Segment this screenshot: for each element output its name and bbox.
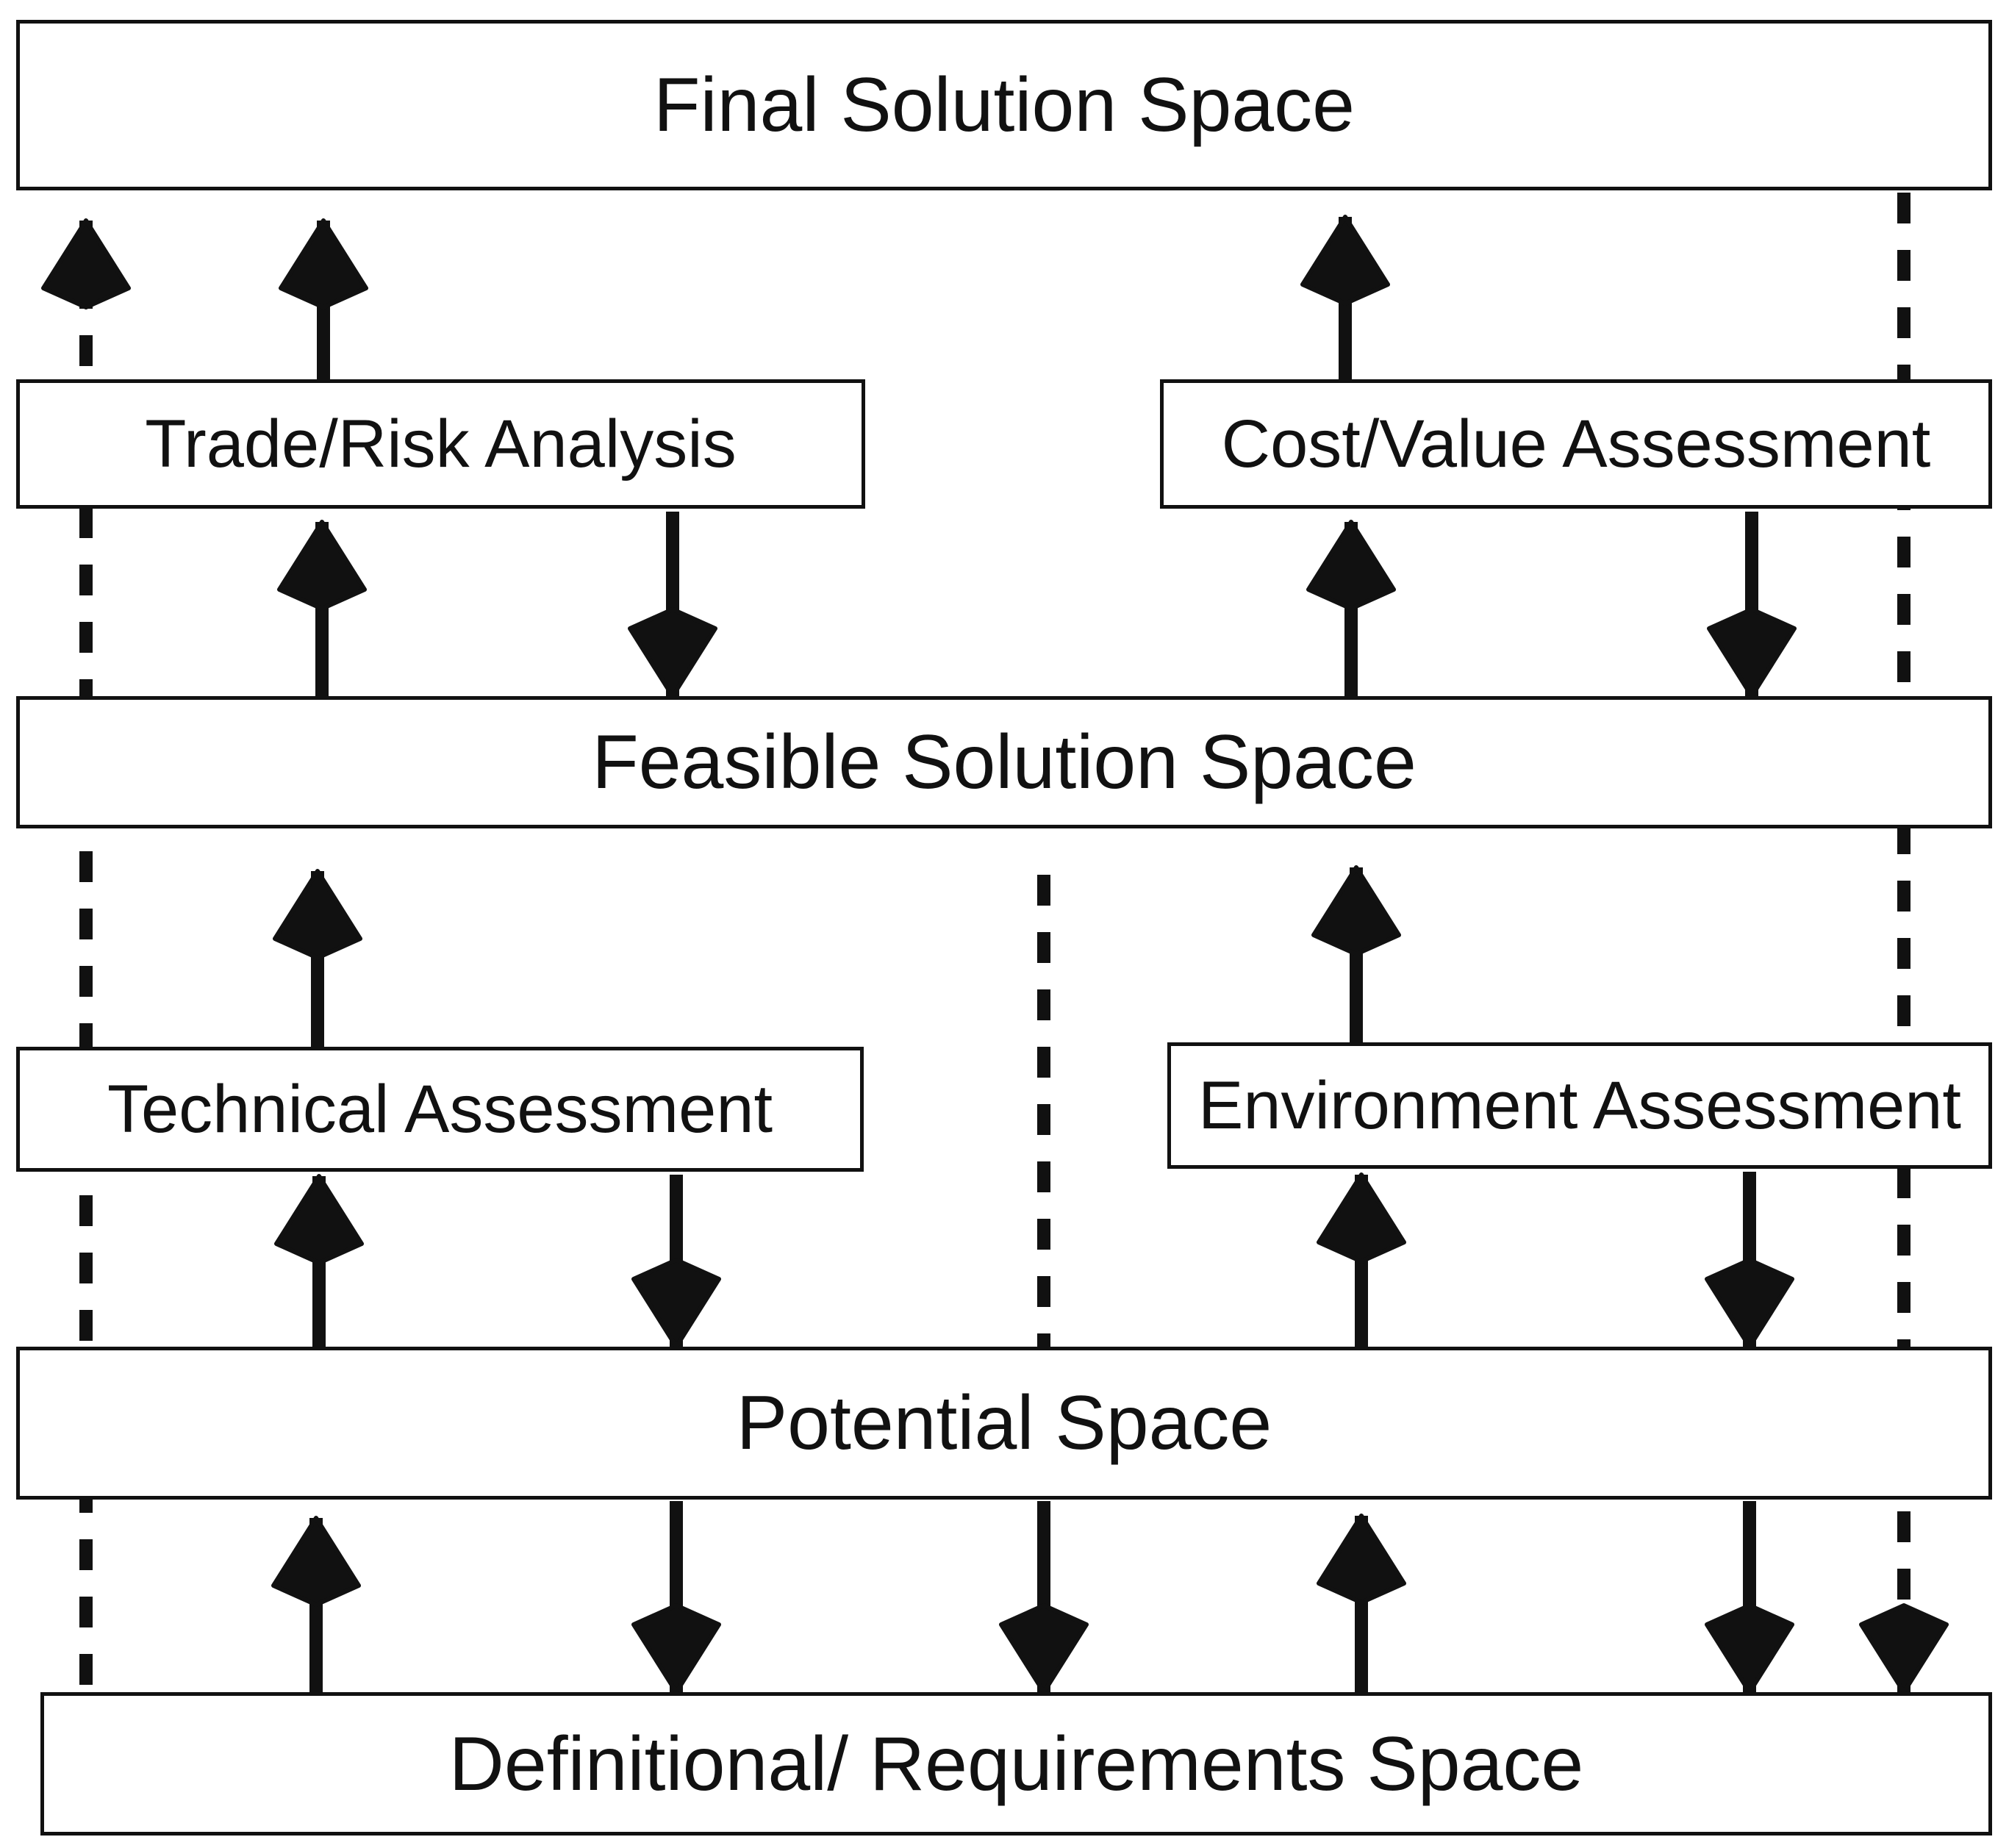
connector-potential-to-technical: [274, 1174, 364, 1347]
arrowhead-up-icon: [279, 218, 368, 309]
connector-potential-to-environment: [1317, 1172, 1406, 1347]
connector-cost-to-final: [1300, 215, 1390, 379]
arrowhead-down-icon: [1859, 1603, 1949, 1694]
connector-technical-to-potential: [631, 1175, 721, 1349]
arrowhead-up-icon: [1317, 1514, 1406, 1605]
node-label-final_solution_space: Final Solution Space: [653, 62, 1355, 148]
node-label-definitional_requirements_space: Definitional/ Requirements Space: [448, 1721, 1584, 1807]
arrowhead-down-icon: [1707, 607, 1797, 698]
arrowhead-up-icon: [1300, 215, 1390, 306]
node-label-environment_assessment: Environment Assessment: [1197, 1068, 1961, 1143]
arrowhead-up-icon: [1311, 865, 1401, 956]
connector-feasible-to-cost: [1306, 520, 1396, 696]
node-definitional_requirements_space[interactable]: Definitional/ Requirements Space: [40, 1692, 1992, 1836]
node-label-feasible_solution_space: Feasible Solution Space: [592, 720, 1417, 805]
node-label-cost_value_assessment: Cost/Value Assessment: [1221, 407, 1931, 481]
node-label-trade_risk_analysis: Trade/Risk Analysis: [145, 407, 737, 481]
node-potential_space[interactable]: Potential Space: [16, 1347, 1992, 1500]
node-final_solution_space[interactable]: Final Solution Space: [16, 20, 1992, 190]
arrowhead-up-icon: [274, 1174, 364, 1265]
connector-potential-to-def-mid: [999, 1501, 1089, 1694]
arrowhead-up-icon: [273, 869, 362, 960]
connector-trade-to-feasible: [628, 512, 717, 698]
arrowhead-up-icon: [271, 1516, 361, 1607]
connector-potential-to-def-left: [631, 1501, 721, 1694]
node-trade_risk_analysis[interactable]: Trade/Risk Analysis: [16, 379, 865, 509]
connector-technical-to-feasible: [273, 869, 362, 1047]
arrowhead-down-icon: [999, 1603, 1089, 1694]
node-cost_value_assessment[interactable]: Cost/Value Assessment: [1160, 379, 1992, 509]
connector-feasible-to-final: [279, 218, 368, 379]
connector-environment-to-feasible: [1311, 865, 1401, 1042]
node-label-technical_assessment: Technical Assessment: [107, 1072, 773, 1147]
connector-def-to-potential-right: [1317, 1514, 1406, 1692]
arrowhead-down-icon: [631, 1603, 721, 1694]
connector-def-to-potential: [271, 1516, 361, 1692]
node-feasible_solution_space[interactable]: Feasible Solution Space: [16, 696, 1992, 828]
arrowhead-up-icon: [1317, 1172, 1406, 1264]
arrowhead-down-icon: [1705, 1258, 1794, 1349]
node-label-potential_space: Potential Space: [736, 1380, 1272, 1466]
arrowhead-down-icon: [631, 1258, 721, 1349]
arrowhead-up-icon: [1306, 520, 1396, 611]
arrowhead-down-icon: [1705, 1603, 1794, 1694]
arrowhead-up-icon: [277, 520, 367, 611]
arrowhead-down-icon: [628, 607, 717, 698]
connector-cost-to-feasible: [1707, 512, 1797, 698]
connector-feasible-to-trade: [277, 520, 367, 696]
arrowhead-up-icon: [41, 218, 131, 309]
node-environment_assessment[interactable]: Environment Assessment: [1167, 1042, 1992, 1169]
node-technical_assessment[interactable]: Technical Assessment: [16, 1047, 864, 1172]
connector-potential-to-def-right: [1705, 1501, 1794, 1694]
connector-environment-to-potential: [1705, 1172, 1794, 1349]
